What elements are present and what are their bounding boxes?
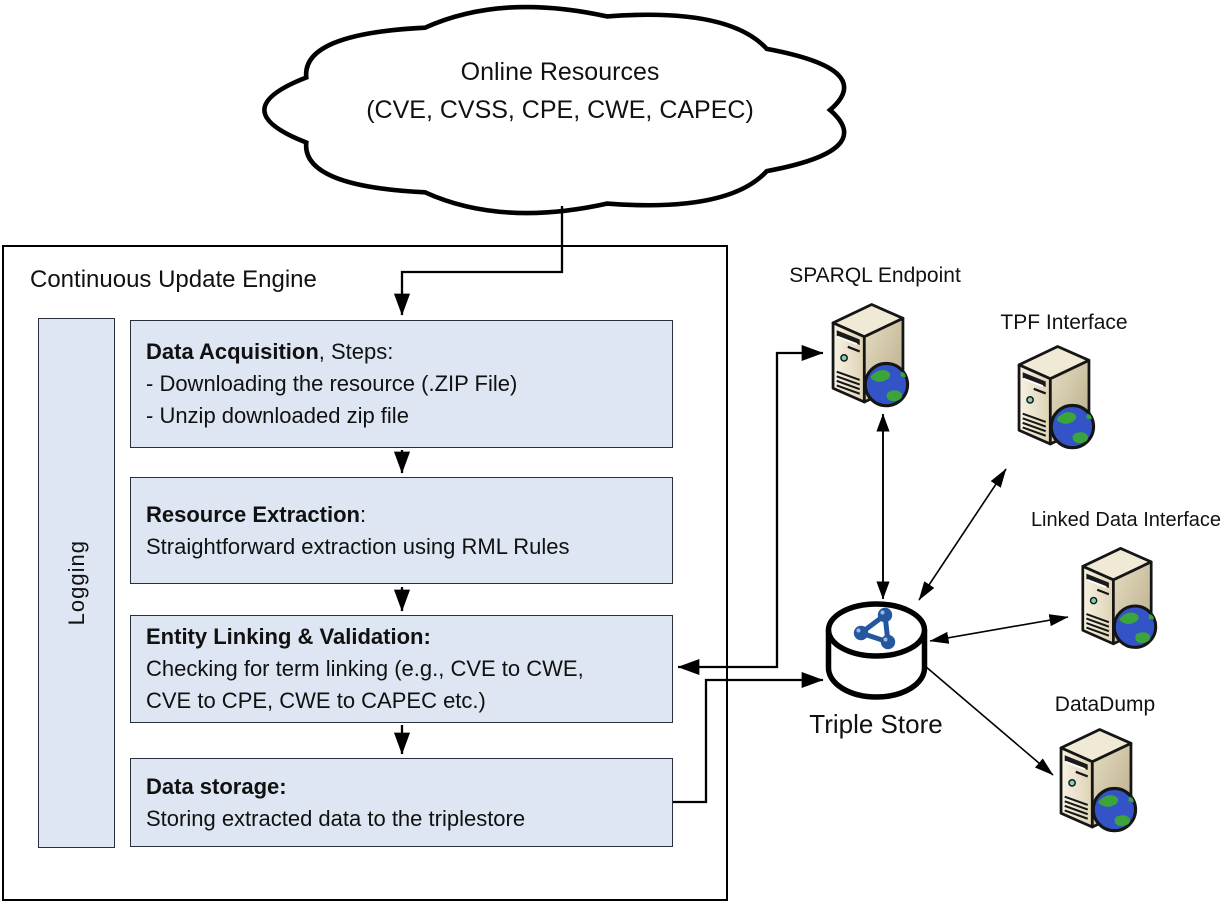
box-text-line: - Unzip downloaded zip file — [146, 403, 409, 428]
data-acquisition-box: Data Acquisition, Steps: - Downloading t… — [130, 320, 673, 448]
rdf-icon — [853, 607, 896, 650]
box-text-line: - Downloading the resource (.ZIP File) — [146, 371, 518, 396]
cloud-label-line2: (CVE, CVSS, CPE, CWE, CAPEC) — [366, 96, 754, 124]
engine-title: Continuous Update Engine — [30, 266, 317, 293]
box-text-line: Storing extracted data to the triplestor… — [146, 805, 526, 831]
box-title-line: Entity Linking & Validation: — [146, 624, 431, 649]
box-text-line: Checking for term linking (e.g., CVE to … — [146, 656, 584, 681]
triple-store-label: Triple Store — [809, 709, 943, 739]
datadump-label: DataDump — [1054, 693, 1156, 716]
box-title-line: Data storage: — [146, 773, 287, 799]
cloud-label-line1: Online Resources — [460, 58, 660, 86]
linked-data-interface-label: Linked Data Interface — [1030, 509, 1222, 531]
entity-linking-validation-box: Entity Linking & Validation: Checking fo… — [130, 615, 673, 723]
box-text-line: Straightforward extraction using RML Rul… — [146, 533, 570, 559]
datadump-server-icon — [1059, 727, 1138, 833]
box-title-line: Resource Extraction: — [146, 501, 367, 527]
tpf-interface-label: TPF Interface — [1000, 311, 1128, 334]
box-text-line: CVE to CPE, CWE to CAPEC etc.) — [146, 688, 486, 713]
tpf-server-icon — [1017, 344, 1096, 450]
box-title-line: Data Acquisition, Steps: — [146, 339, 394, 364]
sparql-endpoint-label: SPARQL Endpoint — [789, 264, 961, 287]
resource-extraction-box: Resource Extraction: Straightforward ext… — [130, 477, 673, 584]
arrow-triple-store-tpf-interface — [918, 468, 1007, 601]
logging-label: Logging — [63, 540, 89, 626]
arrow-triple-store-linked-data-interface — [929, 614, 1069, 644]
cloud-label: Online Resources (CVE, CVSS, CPE, CWE, C… — [310, 53, 810, 129]
triple-store-icon — [825, 601, 928, 700]
sparql-server-icon — [831, 302, 910, 408]
data-storage-box: Data storage: Storing extracted data to … — [130, 758, 673, 847]
linked-data-server-icon — [1081, 546, 1158, 649]
logging-bar: Logging — [38, 318, 115, 848]
